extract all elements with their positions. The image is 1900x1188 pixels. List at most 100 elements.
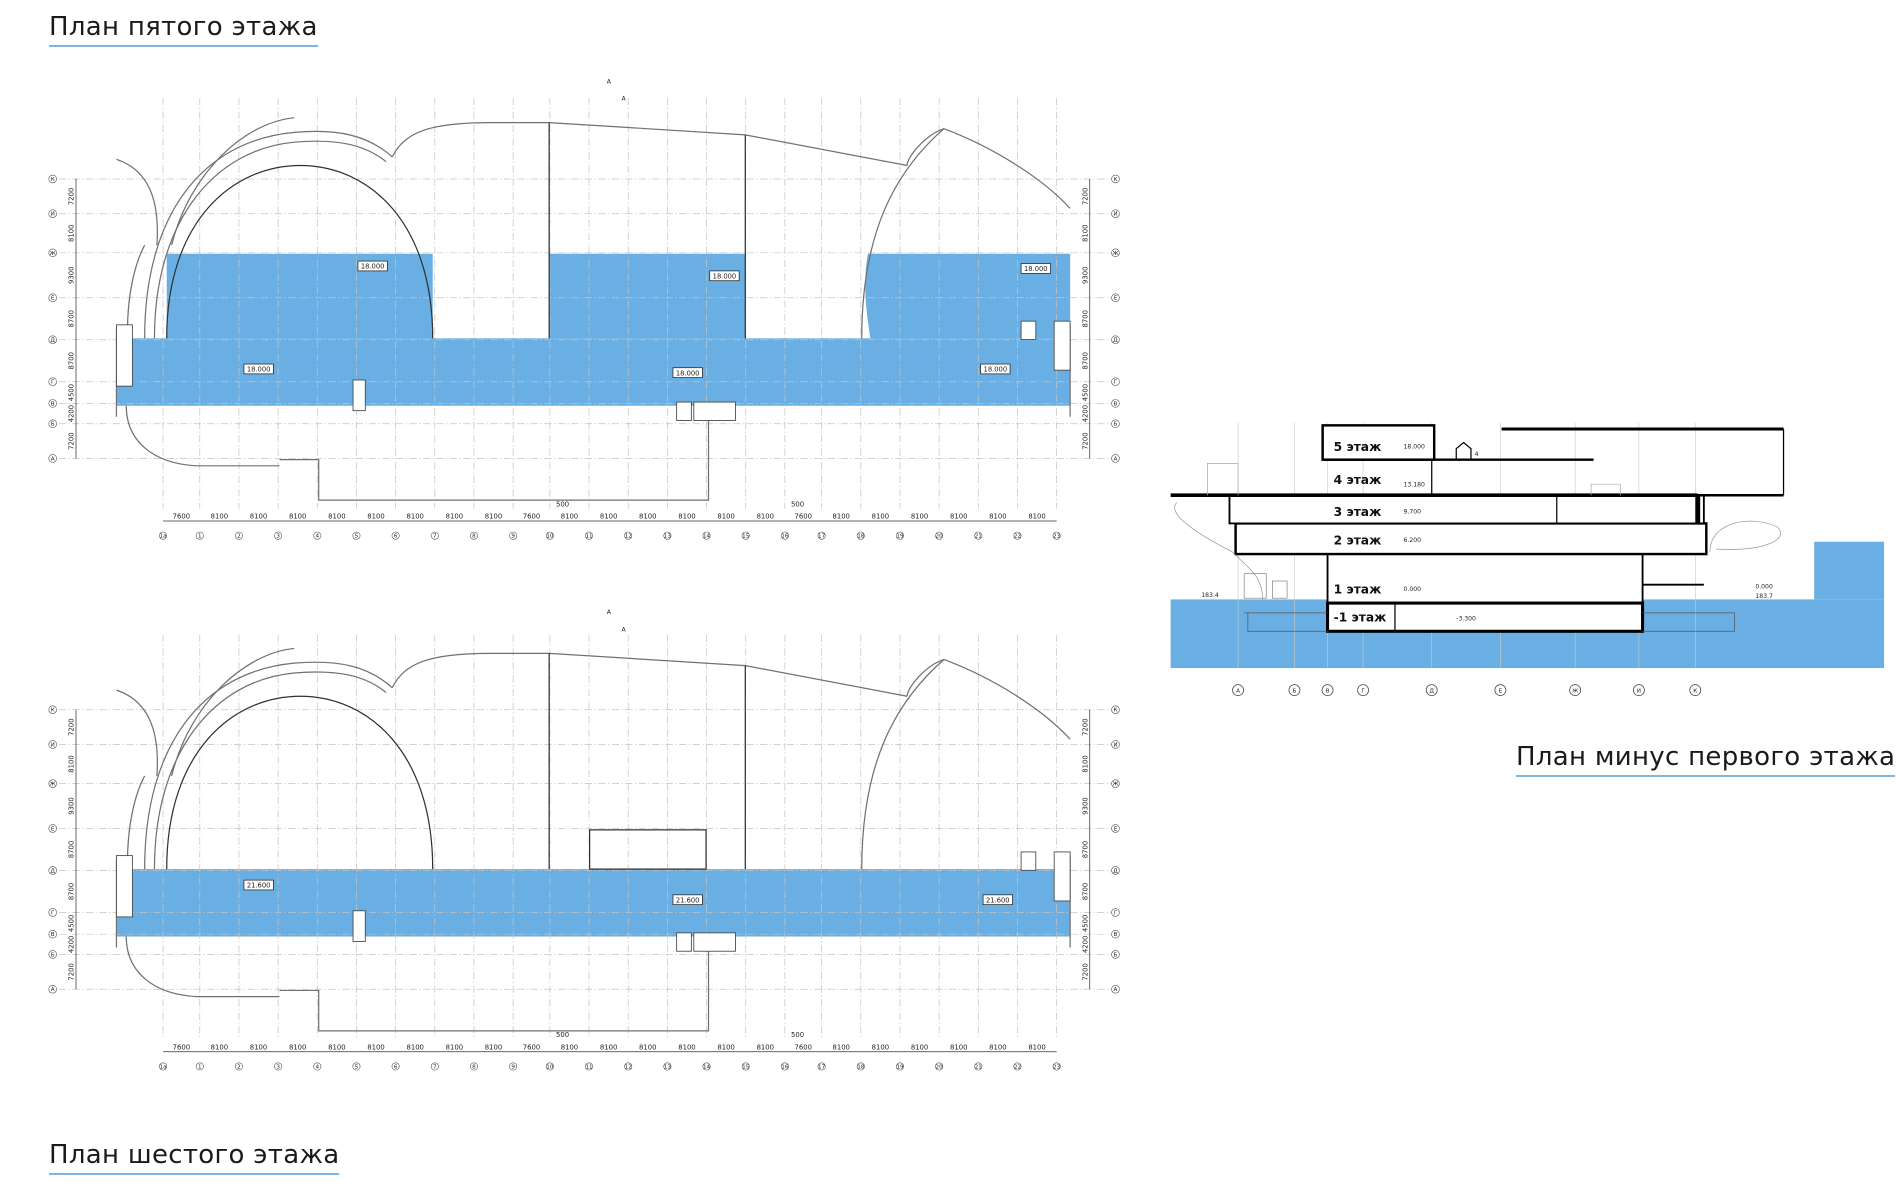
building-outline [391,121,908,167]
column-dimension: 7600 [523,1043,540,1051]
row-axis-label: Е [1114,296,1118,302]
column-dimension: 8100 [289,513,306,521]
column-dimension: 8100 [485,513,502,521]
axis-bubble [48,740,57,749]
building-outline [153,140,387,339]
column-axis-label: 19 [896,534,904,540]
axis-bubble [509,531,518,540]
row-dimension: 8700 [68,352,76,369]
column-dimension: 7600 [795,513,812,521]
stair-core [1020,851,1037,871]
row-dimension: 7200 [1081,718,1089,735]
column-dimension: 8100 [1028,513,1045,521]
column-axis-label: 5 [355,1064,359,1070]
building-outline [861,128,945,339]
column-dimension: 7600 [173,513,190,521]
column-axis-label: 8 [472,1064,476,1070]
section-mark: А [621,96,626,103]
floor-fill [549,253,746,339]
column-dimension: 8100 [211,513,228,521]
axis-bubble [856,531,865,540]
column-axis-label: 17 [818,1064,826,1070]
row-axis-label: Д [1113,338,1118,344]
axis-bubble [48,454,57,463]
building-outline [166,695,434,870]
axis-bubble [1232,684,1244,697]
column-axis-label: 8 [472,534,476,540]
building-outline [166,164,434,339]
axis-bubble [1111,419,1120,428]
section-roof-mark: 4 [1475,451,1479,458]
column-dimension: 8100 [872,513,889,521]
axis-bubble [313,531,322,540]
column-dimension: 8100 [989,1043,1006,1051]
axis-bubble [545,1062,554,1071]
stair-core [1020,320,1037,340]
stair-core [676,401,692,421]
roof-structure [588,829,707,870]
column-axis-label: 2 [237,534,241,540]
row-axis-label: А [51,456,55,462]
axis-bubble [663,1062,672,1071]
building-outline [171,647,295,777]
section-mark: А [607,78,612,85]
row-dimension: 8700 [1081,352,1089,369]
column-dimension: 8100 [639,1043,656,1051]
row-dimension: 7200 [68,963,76,980]
column-dimension: 8100 [446,513,463,521]
axis-bubble [1569,684,1582,697]
elevation-label: 18.000 [984,366,1008,374]
building-outline [153,671,387,870]
column-axis-label: 18 [857,1064,865,1070]
elevation-label: 21.600 [247,882,271,890]
building-outline [144,661,393,870]
row-axis-label: В [1114,401,1118,407]
row-axis-label: Б [51,952,55,958]
axis-bubble [741,1062,750,1071]
column-axis-label: 11 [585,1064,593,1070]
section-ground-elevation: 0.000 [1755,583,1773,590]
axis-bubble [48,174,57,184]
section-floor-label: -1 этаж [1334,610,1388,624]
axis-bubble [1111,779,1120,788]
column-dimension: 7600 [795,1043,812,1051]
axis-bubble [585,531,594,540]
column-axis-label: 10 [546,534,554,540]
axis-bubble [545,531,554,540]
column-dimension: 8100 [757,1043,774,1051]
row-dimension: 8100 [1081,225,1089,242]
building-outline [391,652,908,697]
section-slabs [1228,424,1708,633]
column-axis-label: 6 [394,1064,398,1070]
section-floor-label: 1 этаж [1334,582,1382,596]
column-dimension: 8100 [406,513,423,521]
offset-dimension: 500 [556,500,569,508]
column-dimension: 8100 [367,1043,384,1051]
column-axis-label: 6 [394,534,398,540]
building-outline [126,244,146,331]
column-dimension: 8100 [911,1043,928,1051]
building-outline [861,659,945,870]
column-axis-label: 1а [160,534,167,540]
column-dimension: 7600 [523,513,540,521]
row-axis-label: К [51,177,55,183]
stair-core [676,932,692,952]
column-dimension: 8100 [911,513,928,521]
building-outline [125,936,710,1032]
axis-bubble [1111,950,1120,959]
axis-bubble [935,531,944,540]
column-axis-label: 14 [703,534,711,540]
elevation-tag [672,367,703,378]
section-mark: А [607,609,612,616]
column-dimension: 8100 [678,513,695,521]
column-axis-label: 18 [857,534,865,540]
column-axis-label: 1 [198,534,202,540]
axis-bubble [663,531,672,540]
elevation-tag [357,260,388,272]
row-axis-label: А [1114,987,1118,993]
column-dimension: 8100 [328,1043,345,1051]
column-dimension: 8100 [950,1043,967,1051]
axis-bubble [1111,209,1120,218]
section-elevation: 18.000 [1404,444,1425,451]
